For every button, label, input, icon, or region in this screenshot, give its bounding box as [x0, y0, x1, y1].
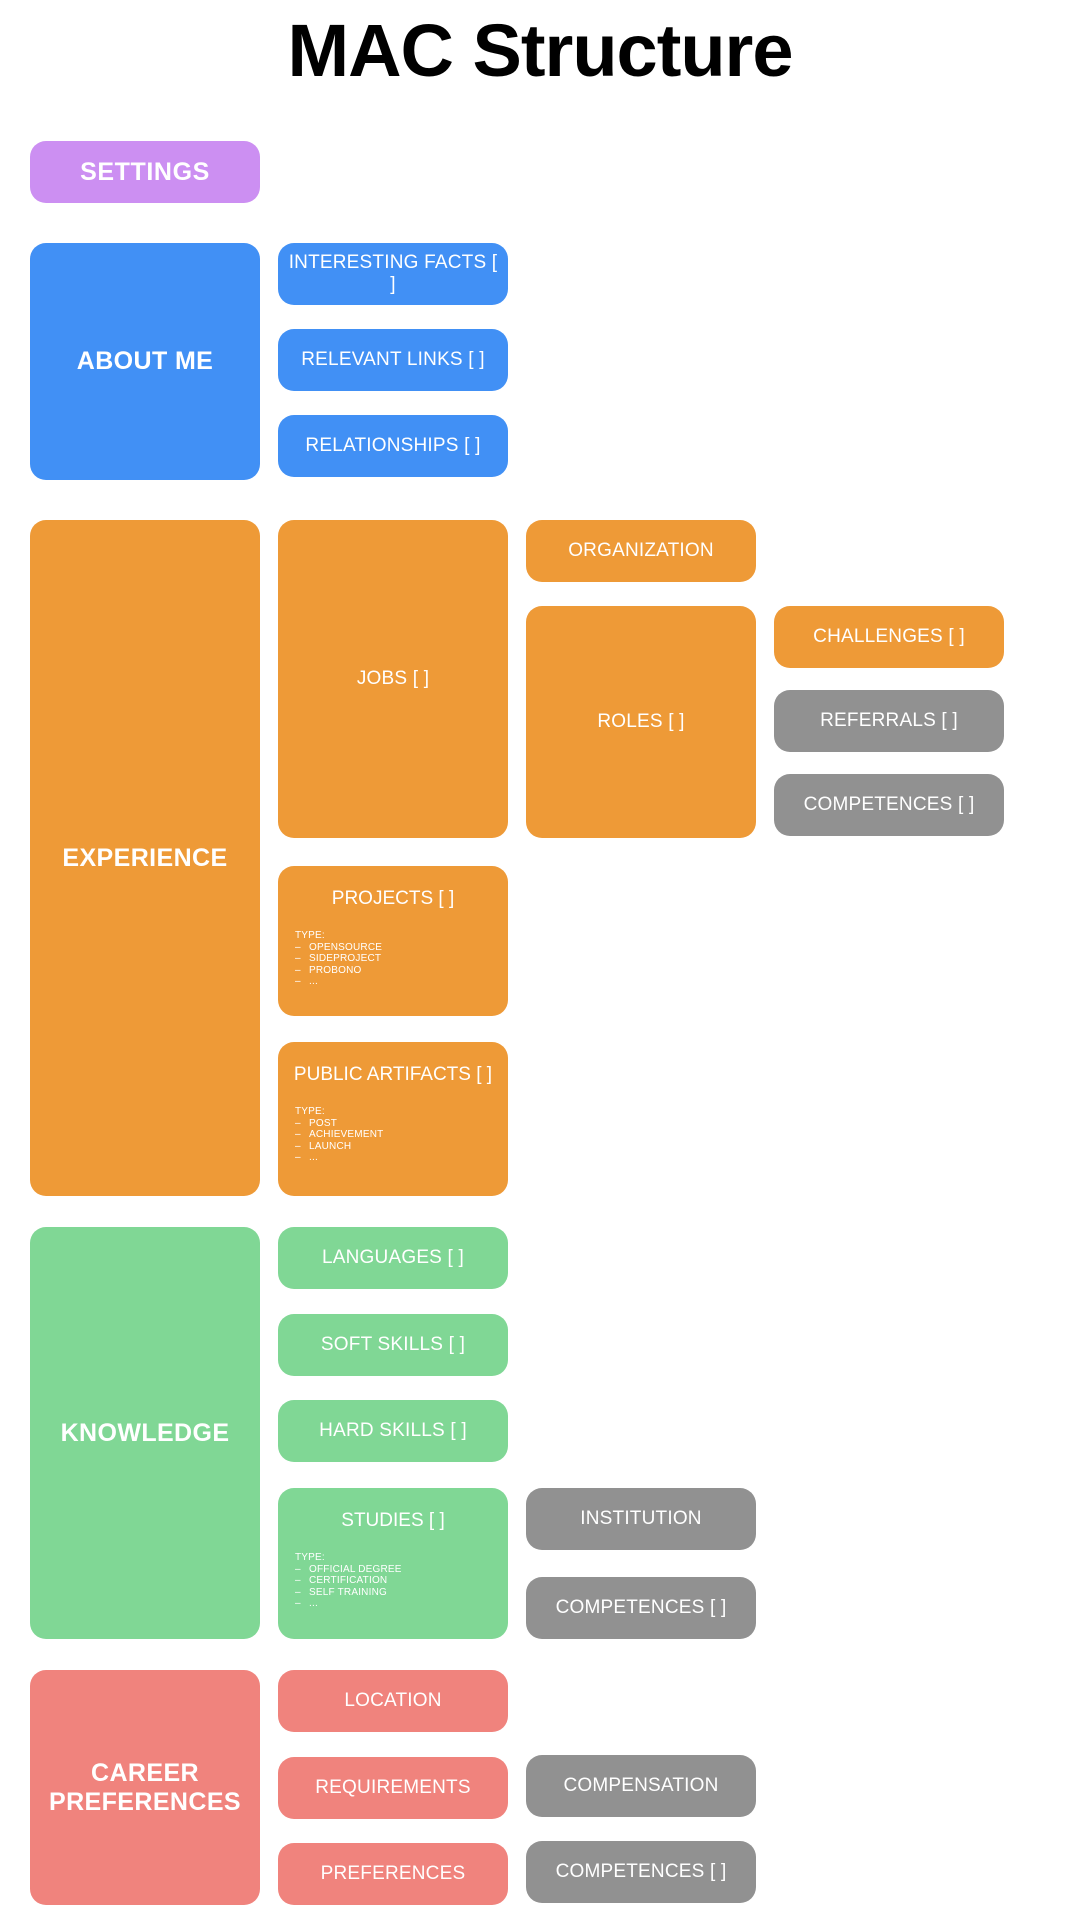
projects-type-item: –SIDEPROJECT	[295, 953, 382, 964]
public-artifacts-type-heading: TYPE:	[295, 1106, 325, 1117]
roles-card[interactable]: ROLES [ ]	[526, 606, 756, 838]
institution-label: INSTITUTION	[580, 1508, 702, 1529]
relevant-links-label: RELEVANT LINKS [ ]	[301, 349, 485, 370]
preferences-label: PREFERENCES	[320, 1863, 466, 1884]
location-card[interactable]: LOCATION	[278, 1670, 508, 1732]
referrals-card[interactable]: REFERRALS [ ]	[774, 690, 1004, 752]
location-label: LOCATION	[344, 1690, 442, 1711]
projects-type-list: TYPE: –OPENSOURCE –SIDEPROJECT –PROBONO …	[295, 930, 508, 988]
projects-type-item: –OPENSOURCE	[295, 941, 383, 953]
knowledge-competences-label: COMPETENCES [ ]	[555, 1597, 727, 1618]
organization-card[interactable]: ORGANIZATION	[526, 520, 756, 582]
knowledge-competences-card[interactable]: COMPETENCES [ ]	[526, 1577, 756, 1639]
experience-card[interactable]: EXPERIENCE	[30, 520, 260, 1196]
referrals-label: REFERRALS [ ]	[820, 710, 958, 731]
career-preferences-card[interactable]: CAREER PREFERENCES	[30, 1670, 260, 1905]
public-artifacts-type-item: –LAUNCH	[295, 1140, 352, 1152]
challenges-card[interactable]: CHALLENGES [ ]	[774, 606, 1004, 668]
public-artifacts-type-item: –ACHIEVEMENT	[295, 1129, 384, 1140]
projects-card[interactable]: PROJECTS [ ] TYPE: –OPENSOURCE –SIDEPROJ…	[278, 866, 508, 1016]
about-me-label: ABOUT ME	[76, 347, 214, 375]
relationships-card[interactable]: RELATIONSHIPS [ ]	[278, 415, 508, 477]
relevant-links-card[interactable]: RELEVANT LINKS [ ]	[278, 329, 508, 391]
compensation-label: COMPENSATION	[563, 1775, 719, 1796]
career-preferences-label: CAREER PREFERENCES	[49, 1758, 241, 1816]
public-artifacts-type-item: –...	[295, 1152, 318, 1163]
relationships-label: RELATIONSHIPS [ ]	[305, 435, 481, 456]
hard-skills-label: HARD SKILLS [ ]	[319, 1420, 467, 1441]
experience-label: EXPERIENCE	[62, 843, 228, 872]
knowledge-label: KNOWLEDGE	[60, 1418, 230, 1447]
projects-label: PROJECTS [ ]	[331, 888, 455, 909]
public-artifacts-card[interactable]: PUBLIC ARTIFACTS [ ] TYPE: –POST –ACHIEV…	[278, 1042, 508, 1196]
hard-skills-card[interactable]: HARD SKILLS [ ]	[278, 1400, 508, 1462]
interesting-facts-label: INTERESTING FACTS [ ]	[288, 252, 498, 295]
interesting-facts-card[interactable]: INTERESTING FACTS [ ]	[278, 243, 508, 305]
preferences-card[interactable]: PREFERENCES	[278, 1843, 508, 1905]
knowledge-card[interactable]: KNOWLEDGE	[30, 1227, 260, 1639]
career-competences-label: COMPETENCES [ ]	[555, 1861, 727, 1882]
organization-label: ORGANIZATION	[568, 540, 714, 561]
languages-card[interactable]: LANGUAGES [ ]	[278, 1227, 508, 1289]
jobs-label: JOBS [ ]	[356, 668, 430, 689]
studies-type-item: –OFFICIAL DEGREE	[295, 1563, 402, 1575]
soft-skills-card[interactable]: SOFT SKILLS [ ]	[278, 1314, 508, 1376]
compensation-card[interactable]: COMPENSATION	[526, 1755, 756, 1817]
studies-type-item: –SELF TRAINING	[295, 1586, 387, 1598]
career-competences-card[interactable]: COMPETENCES [ ]	[526, 1841, 756, 1903]
studies-type-item: –...	[295, 1598, 318, 1609]
about-me-card[interactable]: ABOUT ME	[30, 243, 260, 480]
public-artifacts-type-item: –POST	[295, 1117, 338, 1129]
settings-label: SETTINGS	[80, 157, 210, 186]
public-artifacts-label: PUBLIC ARTIFACTS [ ]	[293, 1064, 493, 1085]
requirements-card[interactable]: REQUIREMENTS	[278, 1757, 508, 1819]
projects-type-heading: TYPE:	[295, 930, 325, 941]
experience-competences-label: COMPETENCES [ ]	[803, 794, 975, 815]
soft-skills-label: SOFT SKILLS [ ]	[320, 1334, 466, 1355]
studies-card[interactable]: STUDIES [ ] TYPE: –OFFICIAL DEGREE –CERT…	[278, 1488, 508, 1639]
studies-type-heading: TYPE:	[295, 1552, 325, 1563]
institution-card[interactable]: INSTITUTION	[526, 1488, 756, 1550]
public-artifacts-type-list: TYPE: –POST –ACHIEVEMENT –LAUNCH –...	[295, 1106, 508, 1164]
projects-type-item: –PROBONO	[295, 964, 362, 976]
studies-label: STUDIES [ ]	[341, 1510, 445, 1531]
projects-type-item: –...	[295, 976, 318, 987]
studies-type-item: –CERTIFICATION	[295, 1575, 388, 1586]
experience-competences-card[interactable]: COMPETENCES [ ]	[774, 774, 1004, 836]
jobs-card[interactable]: JOBS [ ]	[278, 520, 508, 838]
settings-card[interactable]: SETTINGS	[30, 141, 260, 203]
roles-label: ROLES [ ]	[597, 711, 685, 732]
challenges-label: CHALLENGES [ ]	[813, 626, 965, 647]
languages-label: LANGUAGES [ ]	[322, 1247, 464, 1268]
requirements-label: REQUIREMENTS	[315, 1777, 471, 1798]
studies-type-list: TYPE: –OFFICIAL DEGREE –CERTIFICATION –S…	[295, 1552, 508, 1610]
page-title: MAC Structure	[287, 9, 793, 92]
